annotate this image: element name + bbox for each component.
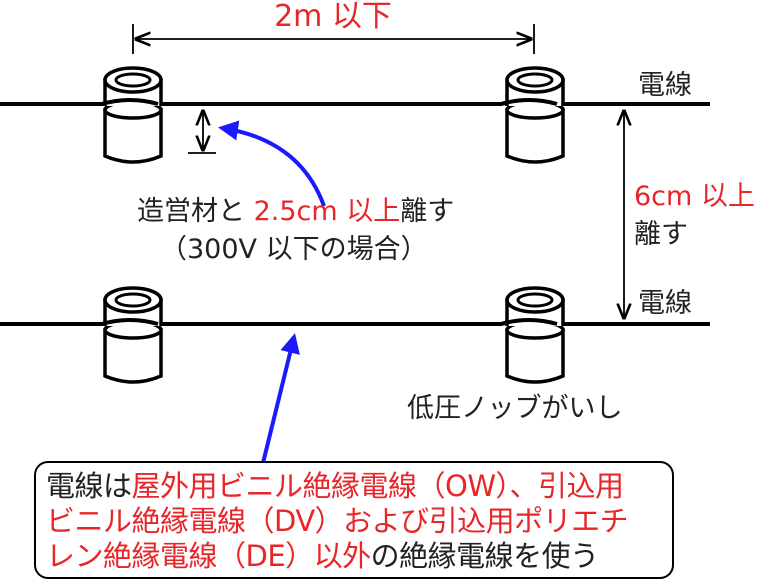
wire-top-label: 電線 bbox=[638, 70, 692, 101]
note-line-3a: レン絶縁電線（DE）以外 bbox=[46, 539, 371, 573]
note-box: 電線は屋外用ビニル絶縁電線（OW）、引込用 ビニル絶縁電線（DV）および引込用ポ… bbox=[34, 461, 674, 579]
note-line-1b: 屋外用ビニル絶縁電線（OW）、引込用 bbox=[131, 469, 625, 503]
clearance-text-c: 離す bbox=[400, 196, 454, 227]
clearance-pointer bbox=[218, 120, 326, 207]
spacing-label: 2m 以下 bbox=[274, 0, 392, 34]
note-line-3: レン絶縁電線（DE）以外の絶縁電線を使う bbox=[46, 539, 672, 574]
insulator-bottom-left bbox=[103, 286, 163, 384]
wire-bottom-label: 電線 bbox=[638, 288, 692, 319]
note-line-1a: 電線は bbox=[46, 469, 132, 503]
note-line-2: ビニル絶縁電線（DV）および引込用ポリエチ bbox=[46, 504, 629, 538]
insulator-label: 低圧ノッブがいし bbox=[407, 393, 622, 424]
insulator-bottom-right bbox=[505, 286, 565, 384]
clearance-text: 造営材と 2.5cm 以上離す bbox=[137, 196, 454, 227]
gap-label: 6cm 以上 bbox=[634, 181, 755, 212]
note-line-3b: の絶縁電線を使う bbox=[370, 539, 600, 573]
note-pointer bbox=[261, 333, 300, 464]
note-line-1: 電線は屋外用ビニル絶縁電線（OW）、引込用 bbox=[46, 469, 672, 504]
clearance-text-b: 2.5cm 以上 bbox=[254, 196, 401, 227]
clearance-text-a: 造営材と bbox=[137, 196, 254, 227]
insulator-top-right bbox=[505, 66, 565, 164]
gap-label-2: 離す bbox=[634, 219, 688, 250]
insulator-top-left bbox=[103, 66, 163, 164]
clearance-note: （300V 以下の場合） bbox=[160, 234, 428, 265]
